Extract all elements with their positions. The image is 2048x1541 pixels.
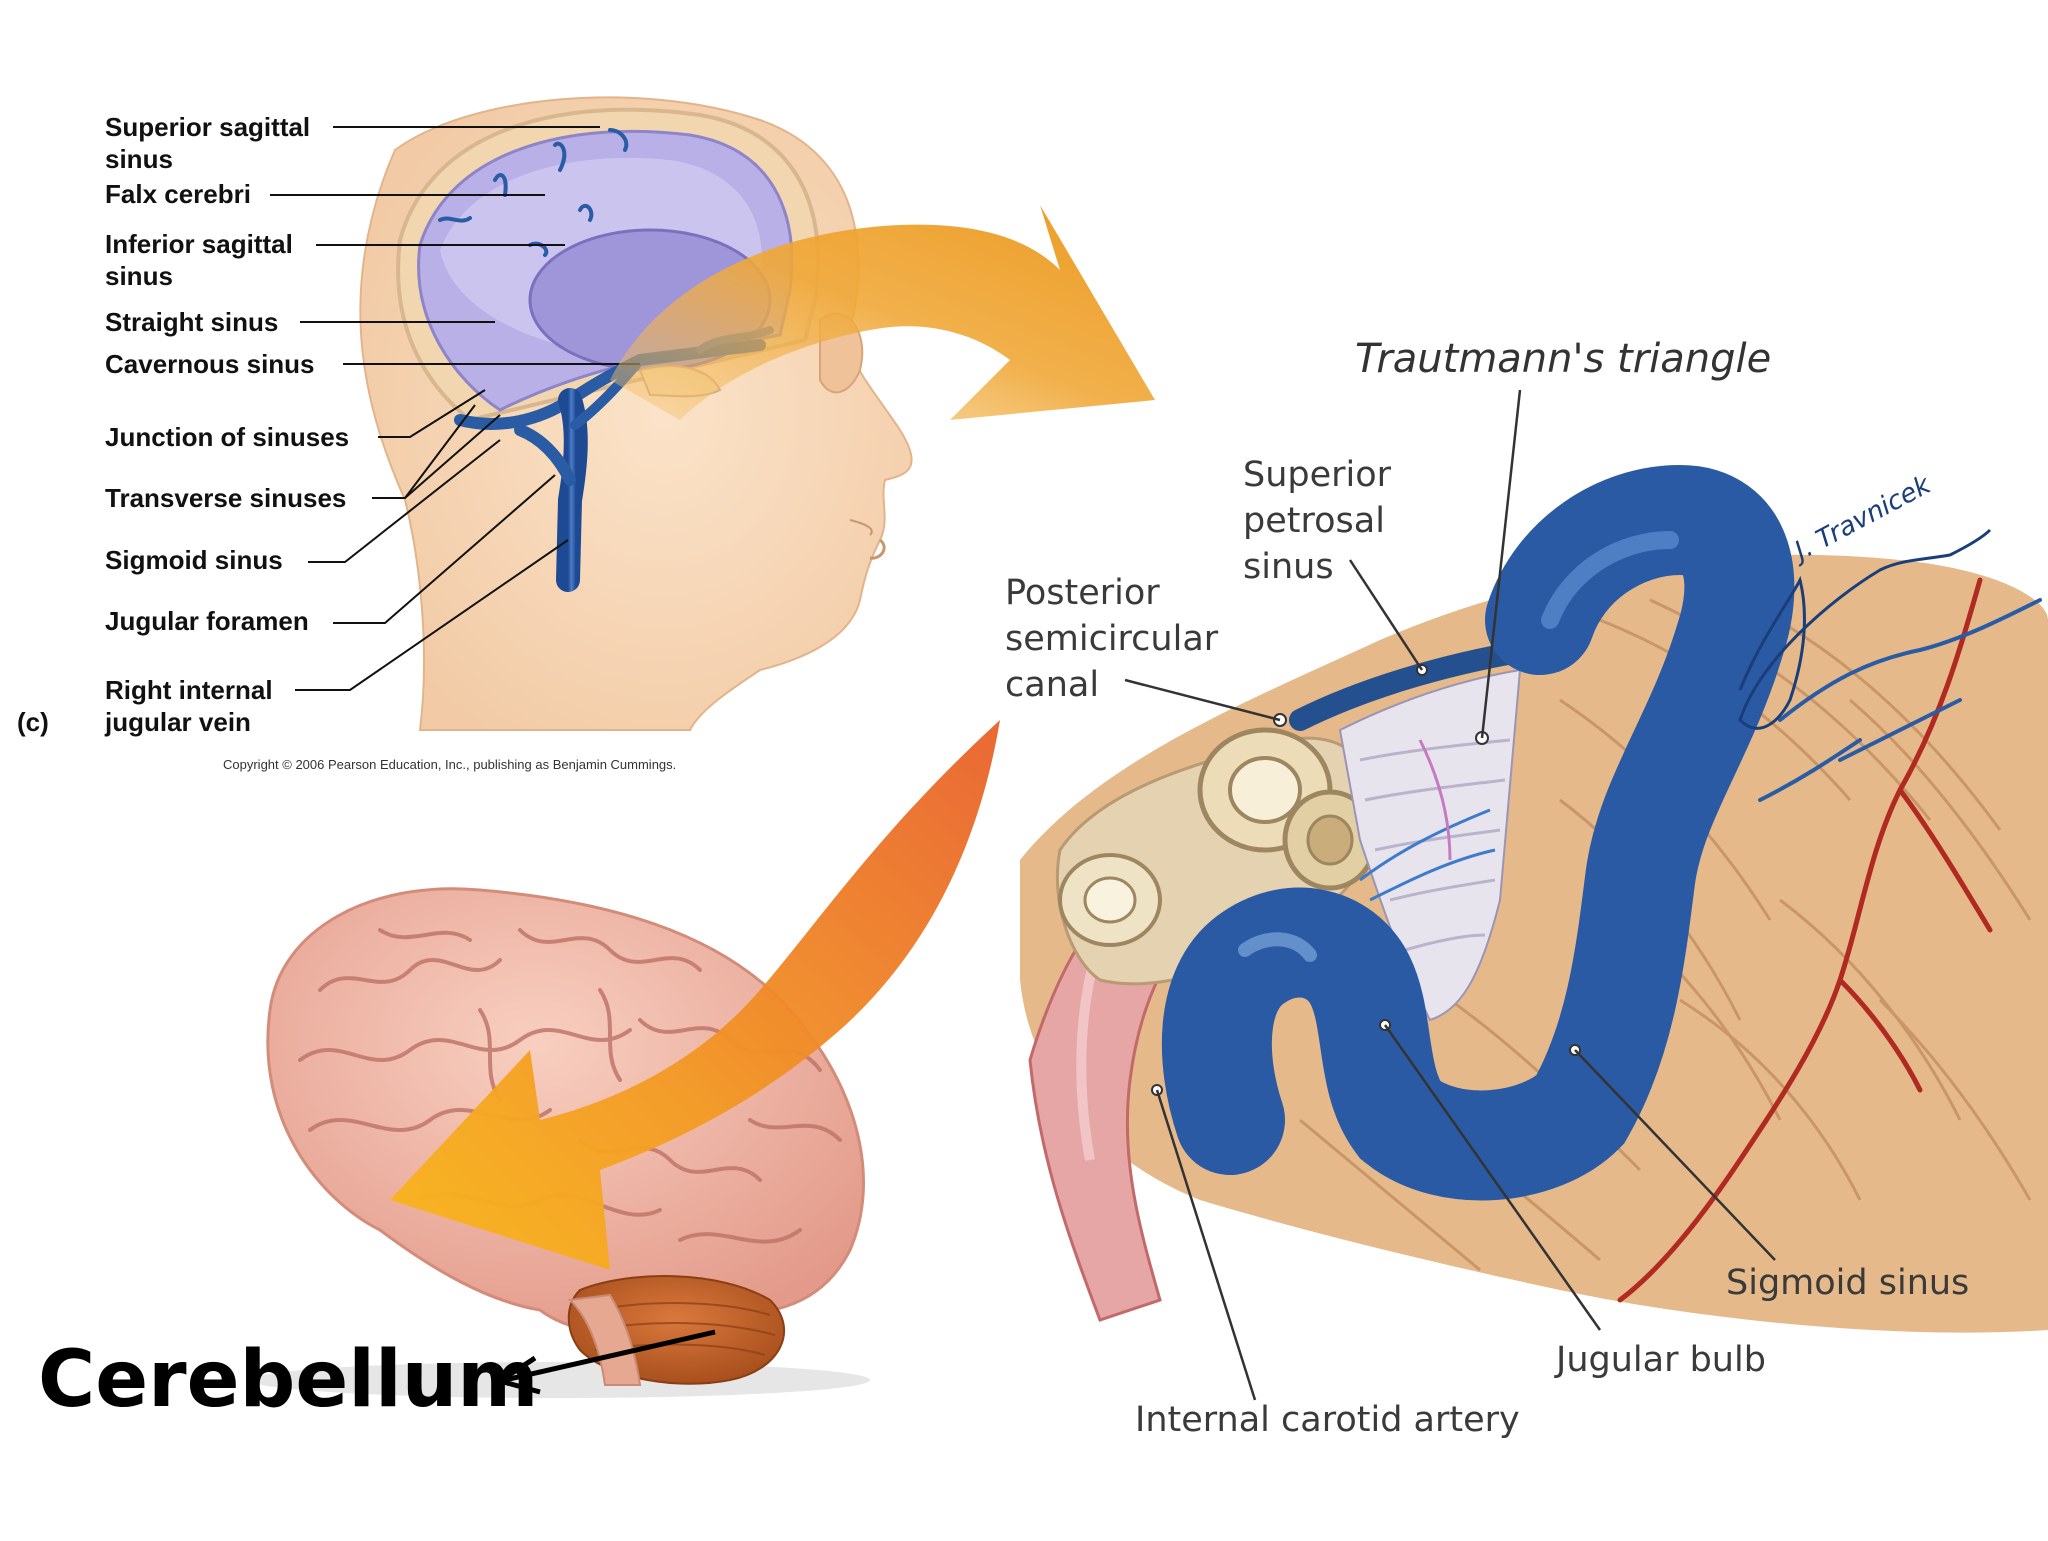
head-leader-lines [270, 126, 640, 691]
temporal-bone-illustration [1020, 464, 2048, 1333]
label-junction-of-sinuses: Junction of sinuses [105, 422, 350, 452]
copyright-note: Copyright © 2006 Pearson Education, Inc.… [223, 757, 677, 772]
label-cerebellum: Cerebellum [38, 1335, 539, 1425]
artist-signature [1738, 528, 1992, 730]
detail-leader-lines [1124, 389, 1776, 1401]
arrow-to-detail [610, 205, 1155, 420]
cerebellum-pointer [497, 1329, 716, 1395]
label-posterior-semicircular-canal: Posterior semicircular canal [1005, 573, 1219, 705]
label-superior-sagittal-sinus: Superior sagittal sinus [105, 112, 311, 174]
label-inferior-sagittal-sinus: Inferior sagittal sinus [105, 229, 293, 291]
label-cavernous-sinus: Cavernous sinus [105, 349, 315, 379]
label-jugular-bulb: Jugular bulb [1556, 1340, 1766, 1380]
label-falx-cerebri: Falx cerebri [105, 179, 251, 209]
label-internal-carotid-artery: Internal carotid artery [1135, 1400, 1520, 1440]
label-sigmoid-sinus-detail: Sigmoid sinus [1726, 1263, 1970, 1303]
semicircular-canals [1058, 727, 1378, 947]
brain-model [250, 887, 870, 1398]
label-trautmanns-triangle: Trautmann's triangle [1355, 336, 1772, 382]
label-right-internal-jugular-vein: Right internal jugular vein [105, 675, 273, 737]
label-transverse-sinuses: Transverse sinuses [105, 483, 347, 513]
panel-letter: (c) [17, 707, 49, 737]
head-illustration [359, 96, 913, 731]
label-jugular-foramen: Jugular foramen [105, 606, 309, 636]
arrow-to-brain [390, 720, 1000, 1270]
label-sigmoid-sinus-head: Sigmoid sinus [105, 545, 283, 575]
label-straight-sinus: Straight sinus [105, 307, 279, 337]
label-superior-petrosal-sinus: Superior petrosal sinus [1243, 455, 1392, 587]
